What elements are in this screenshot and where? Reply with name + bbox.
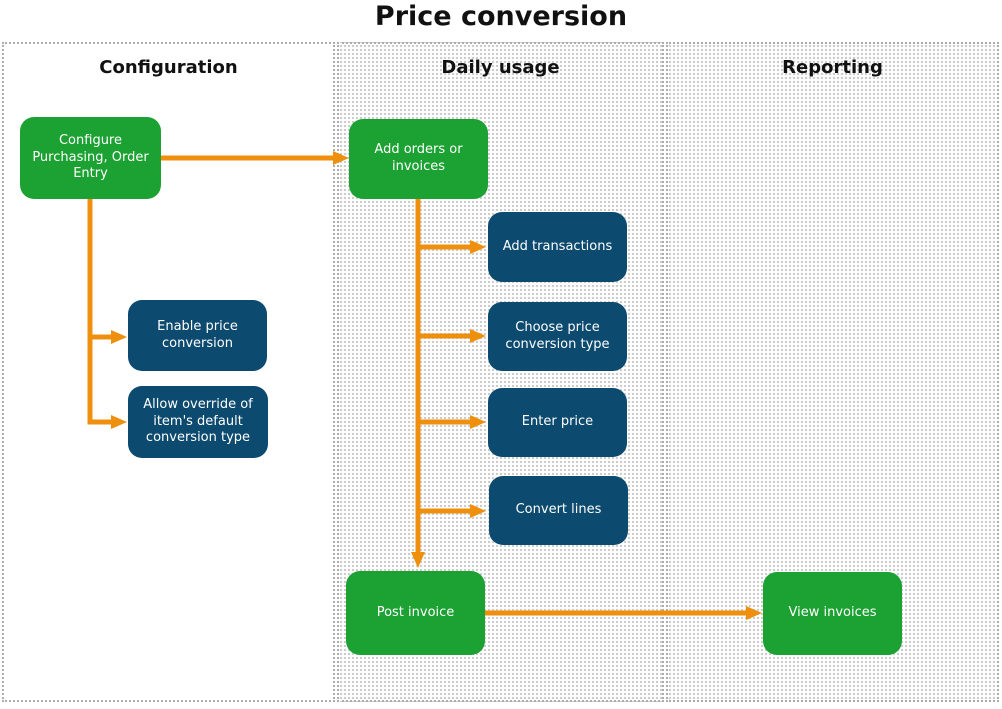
node-post-invoice: Post invoice	[346, 571, 485, 655]
node-label: Choose price conversion type	[505, 319, 610, 352]
node-convert-lines: Convert lines	[489, 476, 628, 545]
node-configure-purchasing-order-entry: Configure Purchasing, Order Entry	[20, 117, 161, 199]
node-label: Configure Purchasing, Order Entry	[32, 132, 149, 182]
node-label: Enable price conversion	[157, 318, 238, 351]
node-label: View invoices	[788, 605, 877, 621]
node-label: Post invoice	[376, 604, 455, 620]
node-enable-price-conversion: Enable price conversion	[128, 300, 267, 371]
node-choose-price-conversion-type: Choose price conversion type	[488, 302, 627, 371]
node-label: Enter price	[521, 414, 594, 430]
lane-configuration-title: Configuration	[99, 57, 238, 78]
node-add-orders-or-invoices: Add orders or invoices	[349, 119, 488, 199]
node-allow-override-default-conversion-type: Allow override of item's default convers…	[128, 386, 268, 458]
node-label: Convert lines	[515, 502, 602, 518]
node-enter-price: Enter price	[488, 388, 627, 457]
node-label: Add orders or invoices	[374, 142, 463, 174]
diagram-title: Price conversion	[374, 1, 628, 32]
node-view-invoices: View invoices	[763, 572, 902, 655]
lane-daily-usage-title: Daily usage	[441, 57, 560, 78]
node-label: Add transactions	[502, 238, 613, 254]
lane-reporting-title: Reporting	[782, 57, 883, 78]
lane-configuration: Configuration	[2, 42, 335, 702]
node-label: Allow override of item's default convers…	[143, 396, 253, 446]
node-add-transactions: Add transactions	[488, 212, 627, 282]
